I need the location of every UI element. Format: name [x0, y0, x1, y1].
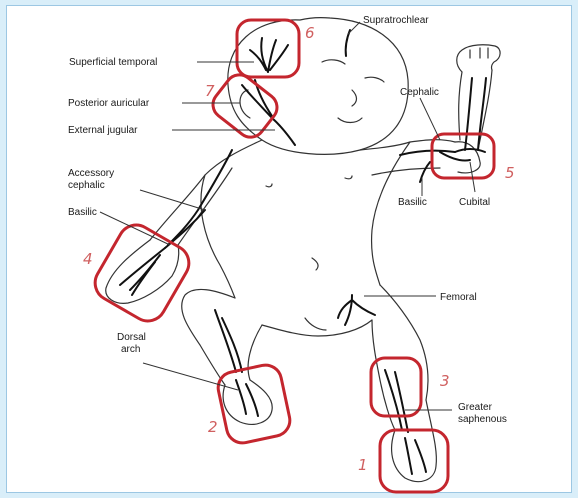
label-basilic-right: Basilic	[398, 197, 427, 208]
nose	[352, 90, 357, 106]
site-number-2: 2	[208, 418, 218, 436]
label-dorsal-arch-line2: arch	[121, 344, 140, 355]
vein-supratrochlear	[346, 30, 350, 56]
vein-left-foot	[236, 380, 258, 416]
infant-outline	[106, 18, 500, 482]
label-accessory-cephalic-line2: cephalic	[68, 180, 105, 191]
right-forearm-outline	[455, 70, 492, 173]
site-box-1	[380, 430, 448, 492]
site-number-7: 7	[205, 82, 215, 100]
leader-lines	[100, 22, 475, 410]
eye-left	[322, 60, 345, 64]
site-number-4: 4	[83, 250, 93, 268]
label-external-jugular: External jugular	[68, 125, 138, 136]
vein-external-jugular	[272, 118, 295, 145]
label-dorsal-arch-line1: Dorsal	[117, 332, 146, 343]
leader-cephalic	[420, 98, 440, 140]
label-superficial-temporal: Superficial temporal	[69, 57, 157, 68]
label-greater-saphenous-line2: saphenous	[458, 414, 507, 425]
ear-outline	[240, 90, 250, 118]
vein-accessory-cephalic	[168, 150, 232, 245]
vein-superficial-temporal	[250, 38, 288, 72]
vein-left-leg	[215, 310, 242, 372]
label-accessory-cephalic-line1: Accessory	[68, 168, 114, 179]
eye-right	[365, 77, 384, 82]
navel	[312, 258, 318, 270]
site-box-7	[207, 69, 282, 143]
right-fist-outline	[457, 45, 500, 72]
label-cephalic: Cephalic	[400, 87, 439, 98]
label-cubital: Cubital	[459, 197, 490, 208]
label-greater-saphenous-line1: Greater	[458, 402, 493, 413]
label-basilic-left: Basilic	[68, 207, 97, 218]
pelvis-outline	[262, 318, 372, 336]
left-arm-outline	[150, 168, 232, 245]
label-femoral: Femoral	[440, 292, 477, 303]
site-number-6: 6	[305, 24, 315, 42]
nipple-left	[266, 184, 272, 187]
site-number-5: 5	[505, 164, 515, 182]
left-hand-outline	[106, 240, 179, 303]
vein-greater-saphenous	[385, 370, 408, 432]
leader-accessory-cephalic	[140, 190, 205, 210]
vein-femoral	[338, 295, 375, 325]
label-supratrochlear: Supratrochlear	[363, 15, 429, 26]
site-box-5	[432, 134, 494, 178]
vein-forearm-right	[465, 78, 486, 150]
right-arm-outline	[372, 140, 455, 175]
label-posterior-auricular: Posterior auricular	[68, 98, 150, 109]
head-outline	[228, 18, 408, 155]
site-number-1: 1	[358, 456, 368, 474]
vein-right-foot	[405, 438, 426, 474]
site-number-3: 3	[440, 372, 450, 390]
left-leg-outline	[182, 289, 262, 385]
leader-supratrochlear	[348, 22, 360, 34]
vein-cephalic-right	[400, 151, 455, 155]
torso-outline	[201, 140, 410, 298]
nipple-right	[345, 176, 352, 179]
mouth	[338, 118, 362, 123]
site-numbers: 6 7 5 4 3 2 1	[83, 24, 515, 474]
